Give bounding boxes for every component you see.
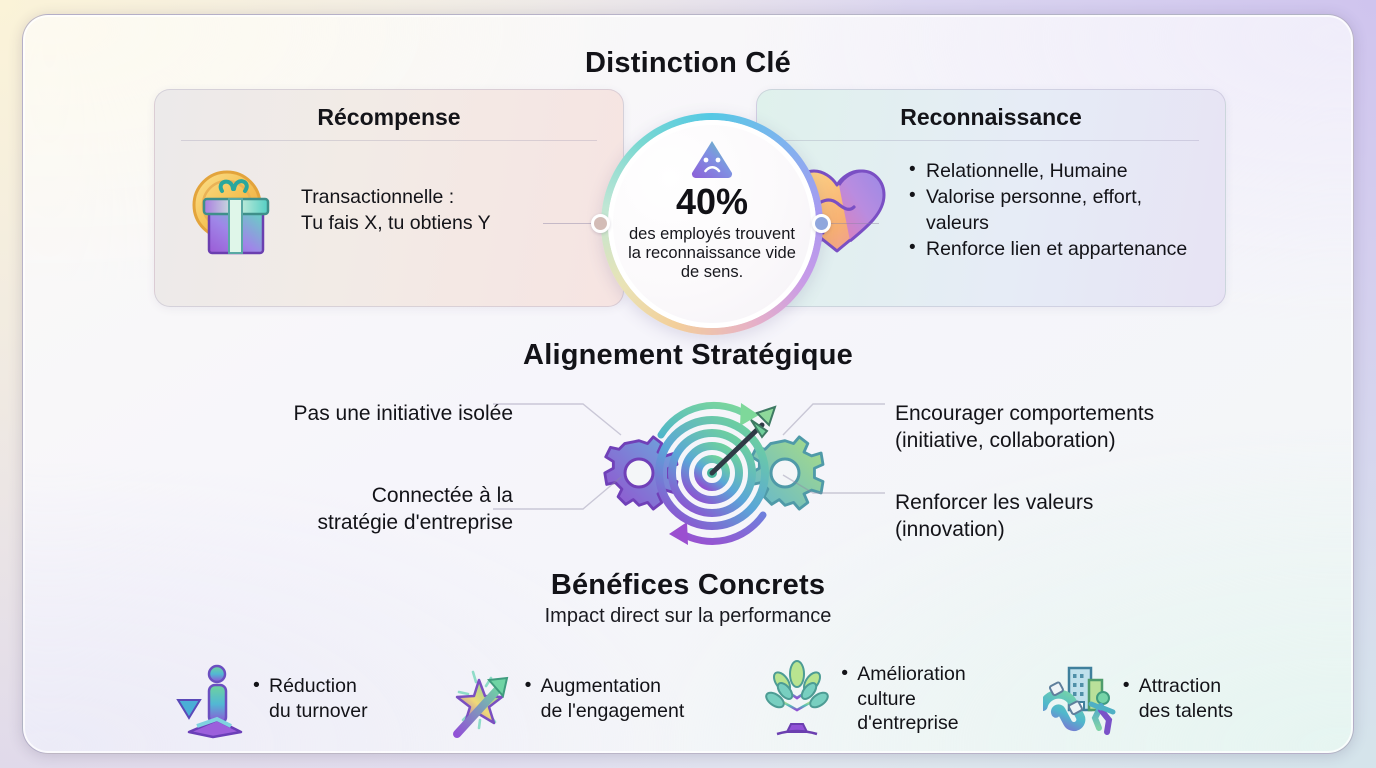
label-line: stratégie d'entreprise: [317, 510, 513, 534]
stat-value: 40%: [675, 181, 749, 222]
label-line: Réduction: [269, 675, 357, 698]
card-reconnaissance-title: Reconnaissance: [900, 104, 1082, 130]
stat-hub-inner: 40% des employés trouvent la reconnaissa…: [608, 120, 816, 328]
card-recompense-body: Transactionnelle : Tu fais X, tu obtiens…: [155, 141, 623, 281]
section-alignment-title: Alignement Stratégique: [523, 339, 853, 371]
label-line: Connectée à la: [371, 484, 513, 507]
label-line: Augmentation: [540, 675, 662, 698]
recompense-line-1: Transactionnelle :: [301, 186, 455, 209]
label-line: Encourager comportements: [895, 402, 1155, 425]
target-gears-icon: [599, 393, 825, 553]
label-line: Pas une initiative isolée: [293, 402, 513, 425]
label-line: (innovation): [895, 517, 1005, 541]
card-divider: [783, 140, 1199, 141]
recompense-line-2: Tu fais X, tu obtiens Y: [301, 212, 491, 234]
list-item: Relationnelle, Humaine: [909, 158, 1207, 184]
alignment-connectors: [493, 403, 885, 510]
label-line: Attraction: [1138, 675, 1222, 698]
infographic-canvas: Distinction Clé Récompense: [22, 14, 1354, 754]
label-line: Renforcer les valeurs: [895, 491, 1094, 514]
label-line: des talents: [1138, 700, 1233, 722]
section-benefits-subtitle: Impact direct sur la performance: [544, 605, 832, 627]
alignment-label-right-2: Renforcer les valeurs (innovation): [895, 490, 1225, 544]
label-line: de l'engagement: [540, 700, 685, 722]
hub-node-right: [812, 214, 831, 233]
benefit-label: Augmentation de l'engagement: [525, 673, 685, 723]
hub-connector-left: [543, 223, 595, 225]
magnet-runner-icon: [1038, 658, 1116, 740]
label-line: d'entreprise: [857, 712, 959, 735]
benefit-item: Réduction du turnover: [173, 658, 368, 740]
page-title: Distinction Clé: [584, 47, 791, 79]
benefit-item: Attraction des talents: [1038, 658, 1233, 740]
benefit-item: Amélioration culture d'entreprise: [761, 658, 966, 740]
card-recompense-text: Transactionnelle : Tu fais X, tu obtiens…: [301, 185, 491, 236]
benefit-item: Augmentation de l'engagement: [445, 658, 685, 740]
card-recompense-title: Récompense: [317, 104, 461, 130]
label-line: du turnover: [269, 700, 368, 722]
label-line: Amélioration: [857, 663, 966, 686]
card-recompense: Récompense: [154, 89, 624, 307]
hub-node-left: [591, 214, 610, 233]
growing-tree-icon: [761, 658, 833, 740]
benefit-label: Réduction du turnover: [253, 673, 368, 723]
alignment-label-right-1: Encourager comportements (initiative, co…: [895, 401, 1225, 455]
stat-hub-circle: 40% des employés trouvent la reconnaissa…: [601, 113, 823, 335]
coin-gift-icon: [179, 157, 285, 266]
alignment-label-left-2: Connectée à la stratégie d'entreprise: [203, 483, 513, 537]
label-line: culture: [857, 687, 916, 710]
reconnaissance-bullet-list: Relationnelle, Humaine Valorise personne…: [909, 158, 1207, 263]
person-down-arrow-icon: [173, 658, 245, 740]
list-item: Valorise personne, effort, valeurs: [909, 184, 1207, 236]
section-benefits-title: Bénéfices Concrets: [550, 569, 826, 601]
hub-connector-right: [829, 223, 879, 225]
benefit-label: Attraction des talents: [1123, 673, 1233, 723]
benefit-label: Amélioration culture d'entreprise: [841, 661, 966, 736]
card-divider: [181, 140, 597, 141]
stat-caption: des employés trouvent la reconnaissance …: [628, 225, 796, 281]
star-rising-arrow-icon: [445, 658, 517, 740]
label-line: (initiative, collaboration): [895, 428, 1116, 452]
sad-face-warning-triangle-icon: [689, 138, 735, 183]
list-item: Renforce lien et appartenance: [909, 236, 1207, 262]
benefits-row: Réduction du turnover: [173, 651, 1233, 747]
alignment-label-left-1: Pas une initiative isolée: [203, 401, 513, 428]
